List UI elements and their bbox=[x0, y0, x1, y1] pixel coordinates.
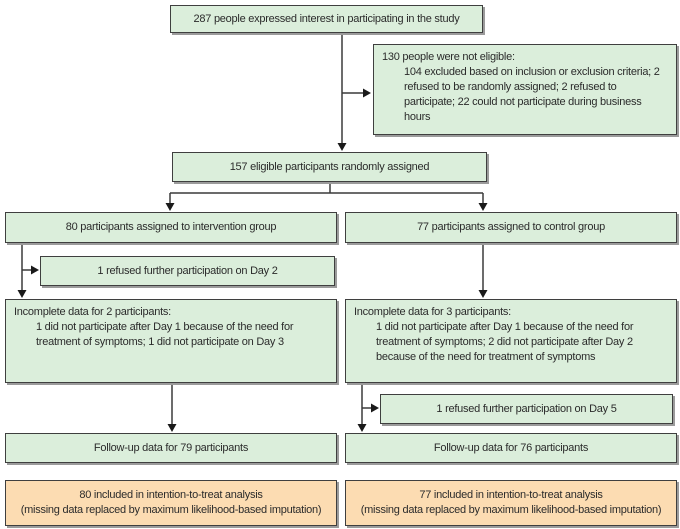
box-control-refused-text: 1 refused further participation on Day 5 bbox=[436, 402, 617, 415]
box-control-assigned-text: 77 participants assigned to control grou… bbox=[417, 221, 605, 233]
box-intervention-refused: 1 refused further participation on Day 2 bbox=[40, 256, 335, 286]
box-control-itt: 77 included in intention-to-treat analys… bbox=[345, 480, 677, 526]
box-intervention-incomplete-detail: 1 did not participate after Day 1 becaus… bbox=[36, 321, 294, 348]
box-intervention-itt-line2: (missing data replaced by maximum likeli… bbox=[20, 504, 322, 516]
box-not-eligible-detail: 104 excluded based on inclusion or exclu… bbox=[404, 66, 660, 123]
box-randomized-text: 157 eligible participants randomly assig… bbox=[229, 160, 430, 173]
box-not-eligible: 130 people were not eligible: 104 exclud… bbox=[373, 44, 677, 135]
box-control-incomplete-summary: Incomplete data for 3 participants: bbox=[354, 306, 511, 318]
box-intervention-incomplete: Incomplete data for 2 participants: 1 di… bbox=[5, 299, 337, 383]
box-control-followup-text: Follow-up data for 76 participants bbox=[433, 441, 589, 454]
box-intervention-assigned-text: 80 participants assigned to intervention… bbox=[65, 221, 277, 233]
box-intervention-refused-text: 1 refused further participation on Day 2 bbox=[97, 264, 278, 277]
box-control-itt-line2: (missing data replaced by maximum likeli… bbox=[360, 504, 662, 516]
box-interest-text: 287 people expressed interest in partici… bbox=[193, 12, 460, 25]
box-control-incomplete: Incomplete data for 3 participants: 1 di… bbox=[345, 299, 677, 383]
box-control-itt-line1: 77 included in intention-to-treat analys… bbox=[419, 489, 603, 501]
box-control-followup: Follow-up data for 76 participants bbox=[345, 433, 677, 463]
box-control-incomplete-detail: 1 did not participate after Day 1 becaus… bbox=[376, 321, 634, 363]
box-interest: 287 people expressed interest in partici… bbox=[170, 5, 483, 33]
box-not-eligible-summary: 130 people were not eligible: bbox=[382, 51, 515, 63]
box-randomized: 157 eligible participants randomly assig… bbox=[172, 152, 487, 182]
box-intervention-incomplete-summary: Incomplete data for 2 participants: bbox=[14, 306, 171, 318]
box-intervention-followup-text: Follow-up data for 79 participants bbox=[93, 441, 249, 454]
box-intervention-itt-line1: 80 included in intention-to-treat analys… bbox=[79, 489, 263, 501]
box-control-refused: 1 refused further participation on Day 5 bbox=[380, 394, 673, 424]
box-intervention-followup: Follow-up data for 79 participants bbox=[5, 433, 337, 463]
box-intervention-assigned: 80 participants assigned to intervention… bbox=[5, 212, 337, 243]
box-control-assigned: 77 participants assigned to control grou… bbox=[345, 212, 677, 243]
box-intervention-itt: 80 included in intention-to-treat analys… bbox=[5, 480, 337, 526]
